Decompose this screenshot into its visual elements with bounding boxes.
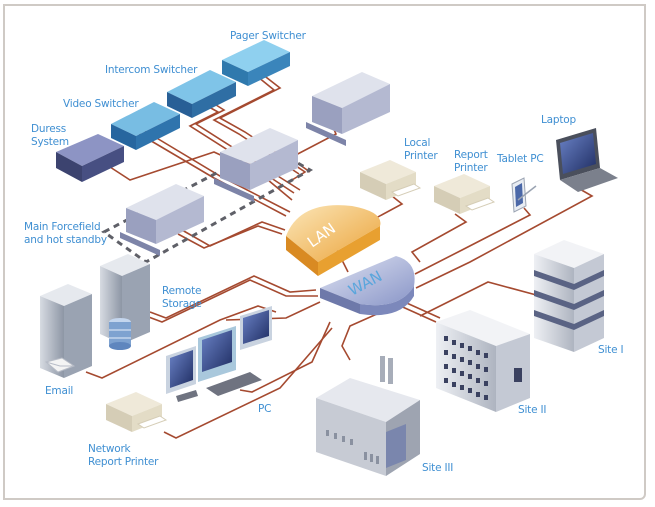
- label-pc: PC: [258, 403, 272, 415]
- cable-network-printer-wan: [163, 327, 333, 439]
- database-icon: [109, 318, 131, 350]
- label-duress-system: Duress System: [31, 123, 69, 148]
- label-site-2: Site II: [518, 404, 547, 416]
- label-video-switcher: Video Switcher: [63, 98, 139, 110]
- cable-site3-wan: [341, 309, 387, 361]
- label-report-printer: Report Printer: [454, 149, 488, 174]
- duress-system-device: [56, 134, 124, 182]
- forcefield-server-1: [120, 184, 204, 256]
- intercom-switcher-device: [167, 70, 236, 118]
- label-intercom-switcher: Intercom Switcher: [105, 64, 198, 76]
- label-network-report-printer: Network Report Printer: [88, 443, 159, 468]
- site-1-building: [534, 240, 604, 352]
- label-site-1: Site I: [598, 344, 624, 356]
- cable-tablet-wan: [414, 207, 532, 275]
- tablet-device: [511, 177, 537, 213]
- video-switcher-device: [111, 102, 180, 150]
- cable-site1-wan: [419, 281, 541, 317]
- label-laptop: Laptop: [541, 114, 576, 126]
- hot-standby-dashed-outline: [101, 144, 314, 264]
- site-2-windows: [444, 336, 488, 400]
- envelope-icon: [44, 357, 76, 373]
- site-2-building: [436, 310, 530, 412]
- label-tablet-pc: Tablet PC: [497, 153, 544, 165]
- pc-workstation: [166, 306, 272, 402]
- lan-hub: LAN: [286, 205, 381, 276]
- laptop-device: [556, 128, 618, 192]
- cable-laptop-wan: [415, 187, 594, 289]
- network-report-printer-device: [106, 392, 168, 432]
- forcefield-server-2: [214, 128, 298, 202]
- label-pager-switcher: Pager Switcher: [230, 30, 306, 42]
- label-site-3: Site III: [422, 462, 454, 474]
- label-main-forcefield: Main Forcefield and hot standby: [24, 221, 107, 246]
- label-email: Email: [45, 385, 74, 397]
- forcefield-server-3: [306, 72, 390, 146]
- site-3-factory: [316, 356, 420, 476]
- email-server-tower: [40, 284, 92, 378]
- label-local-printer: Local Printer: [404, 137, 438, 162]
- label-remote-storage: Remote Storage: [162, 285, 202, 310]
- cable-remote-storage-wan: [145, 275, 318, 323]
- cable-report-printer-wan: [410, 213, 468, 263]
- pager-switcher-device: [222, 40, 290, 86]
- cable-pc-wan: [239, 321, 331, 393]
- report-printer-device: [434, 174, 496, 214]
- local-printer-device: [360, 160, 422, 200]
- cable-forcefield-lan: [177, 221, 286, 249]
